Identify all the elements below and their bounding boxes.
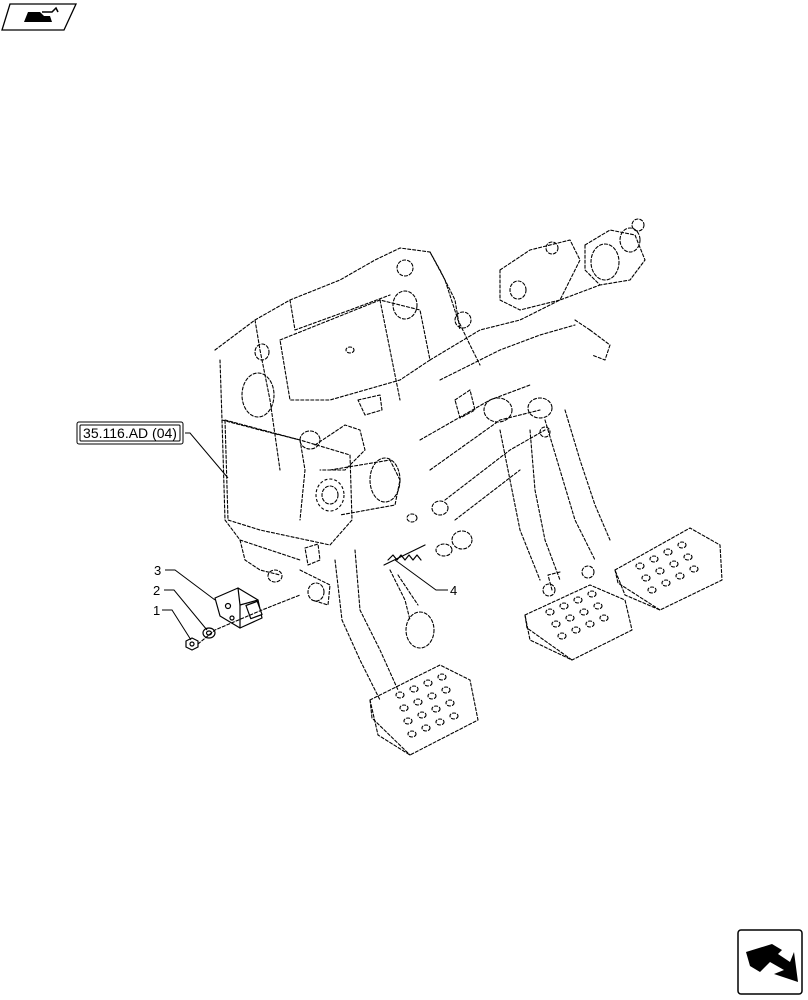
callout-1[interactable]: 1 [153,603,160,618]
view-orientation-icon[interactable] [1,3,78,31]
callout-2[interactable]: 2 [153,583,160,598]
right-pedal-pad [614,527,723,611]
reference-link-box[interactable]: 35.116.AD (04) [76,421,184,445]
left-pedal-pad [369,664,479,756]
previous-page-arrow-icon[interactable] [737,929,803,995]
part-2-washer[interactable] [202,627,216,639]
middle-pedal-pad [524,584,633,661]
part-1-nut[interactable] [185,637,199,651]
part-3-sensor[interactable] [214,587,263,629]
callout-4[interactable]: 4 [450,583,457,598]
pedal-assembly [214,218,723,756]
callout-3[interactable]: 3 [154,563,161,578]
callout-leaders [162,432,448,641]
reference-link-text[interactable]: 35.116.AD (04) [83,425,177,441]
